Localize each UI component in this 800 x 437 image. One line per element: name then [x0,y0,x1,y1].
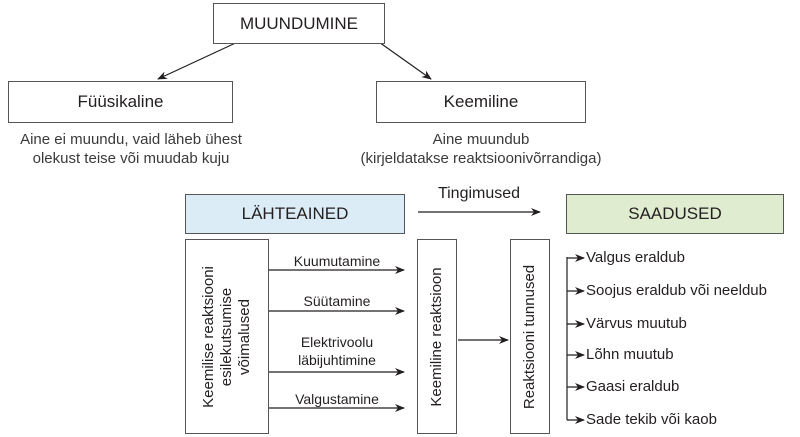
sign-heat: Soojus eraldub või neeldub [586,282,767,299]
chemical-desc-line-2: (kirjeldatakse reaktsioonivõrrandiga) [360,149,602,167]
physical-desc-line-1: Aine ei muundu, vaid läheb ühest [20,131,242,148]
chemical-desc-line-1: Aine muundub [432,131,530,148]
method-illumination: Valgustamine [295,391,379,407]
arrow-to-chemical [375,39,432,80]
sign-color: Värvus muutub [586,315,687,332]
method-electric-line-2: läbijuhtimine [298,352,376,368]
reactants-label: LÄHTEAINED [241,204,349,223]
signs-label: Reaktsiooni tunnused [521,264,538,409]
signs-box: Reaktsiooni tunnused [510,239,550,434]
sign-precipitate: Sade tekib või kaob [586,411,717,428]
initiation-title-line-3: võimalused [236,298,253,375]
initiation-title-line-1: Keemilise reaktsiooni [200,265,217,408]
physical-box: Füüsikaline [8,81,233,123]
root-label: MUUNDUMINE [239,13,359,33]
conditions-label: Tingimused [437,185,521,202]
physical-desc-line-2: olekust teise või muudab kuju [32,149,230,167]
root-box-muundumine: MUUNDUMINE [213,3,385,44]
physical-description: Aine ei muundu, vaid läheb ühest olekust… [0,131,262,169]
products-label: SAADUSED [628,204,722,223]
reaction-box: Keemiline reaktsioon [417,239,457,434]
physical-label: Füüsikaline [77,92,164,111]
products-box: SAADUSED [566,194,784,234]
reactants-box: LÄHTEAINED [185,194,405,234]
chemical-box: Keemiline [376,81,586,123]
sign-gas: Gaasi eraldub [586,378,680,395]
initiation-box: Keemilise reaktsiooni esilekutsumise või… [185,239,269,434]
chemical-label: Keemiline [443,92,519,111]
reaction-label: Keemiline reaktsioon [428,266,445,407]
method-electric-line-1: Elektrivoolu [300,334,374,350]
initiation-title-line-2: esilekutsumise [218,287,235,386]
chemical-description: Aine muundub (kirjeldatakse reaktsiooniv… [322,131,640,169]
sign-smell: Lõhn muutub [586,346,674,363]
sign-light: Valgus eraldub [586,249,685,266]
initiation-title: Keemilise reaktsiooni esilekutsumise või… [200,266,254,408]
method-ignition: Süütamine [303,293,371,309]
arrow-to-physical [157,39,243,80]
method-heating: Kuumutamine [293,253,381,269]
